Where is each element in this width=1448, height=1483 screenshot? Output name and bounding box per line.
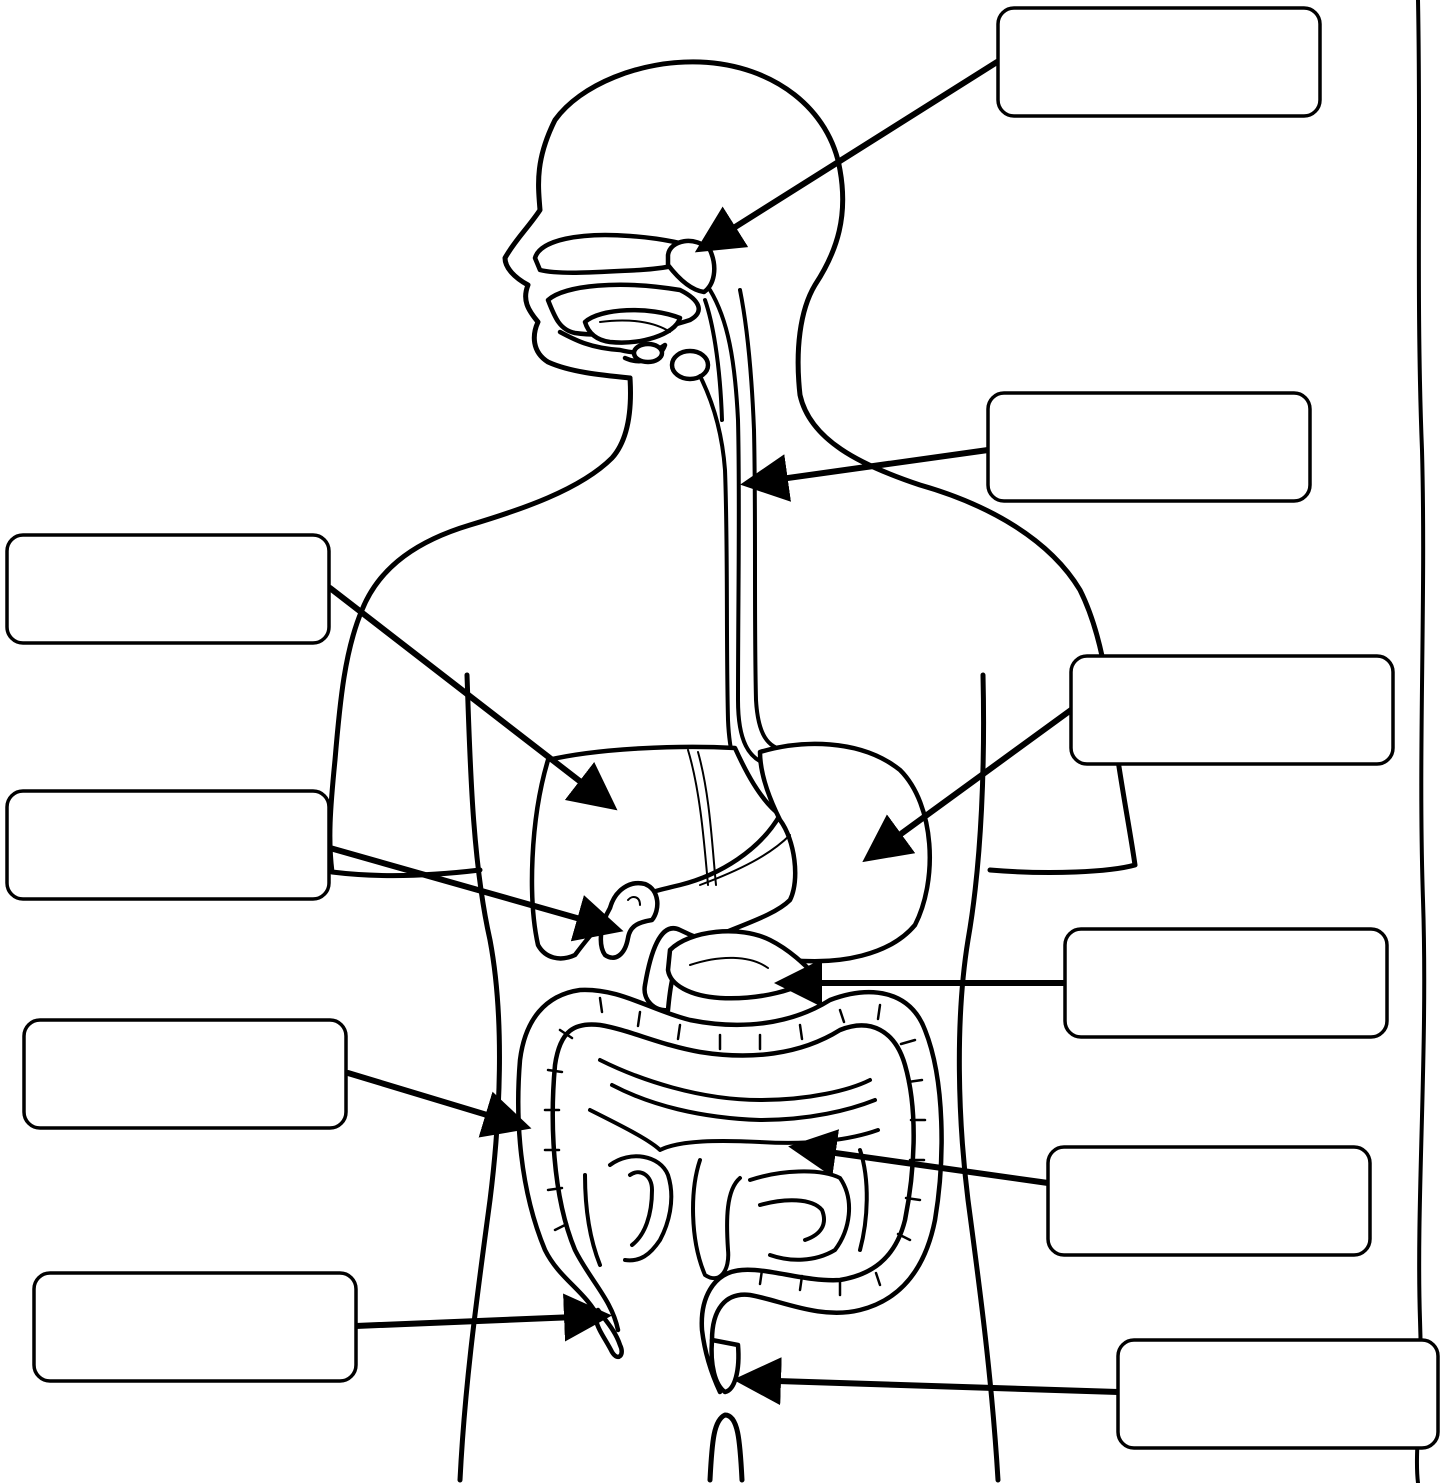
arrow-large-intestine xyxy=(348,1073,520,1125)
label-esophagus[interactable] xyxy=(988,393,1310,501)
label-salivary-gland[interactable] xyxy=(998,8,1320,116)
label-liver[interactable] xyxy=(7,535,329,643)
oral-cavity xyxy=(535,235,714,379)
label-stomach[interactable] xyxy=(1071,656,1393,764)
label-gallbladder[interactable] xyxy=(7,791,329,899)
arrow-appendix xyxy=(356,1316,600,1326)
small-intestine-organ xyxy=(585,1060,878,1278)
pointer-arrows xyxy=(330,62,1118,1392)
label-pancreas[interactable] xyxy=(1065,929,1387,1037)
label-small-intestine[interactable] xyxy=(1048,1147,1370,1255)
arrow-salivary-gland xyxy=(705,62,997,246)
arrow-esophagus xyxy=(752,450,988,483)
label-rectum[interactable] xyxy=(1118,1340,1438,1448)
label-large-intestine[interactable] xyxy=(24,1020,346,1128)
esophagus-tube xyxy=(700,290,785,810)
label-appendix[interactable] xyxy=(34,1273,356,1381)
arrow-rectum xyxy=(745,1380,1118,1392)
page-edge-line xyxy=(1417,0,1424,1483)
